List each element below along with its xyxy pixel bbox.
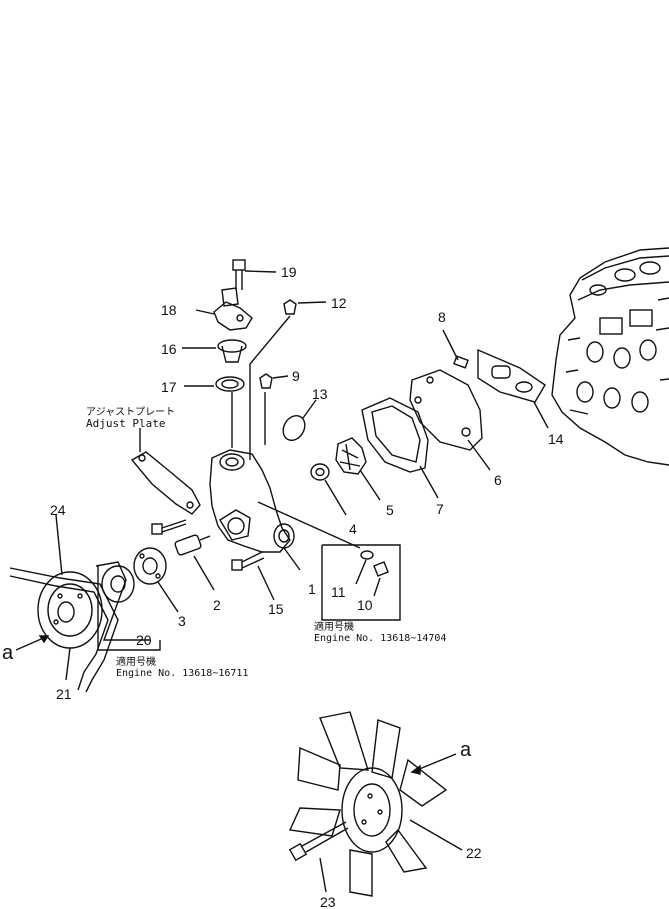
callout-22: 22 xyxy=(466,845,482,861)
callout-24: 24 xyxy=(50,502,66,518)
bracket-left xyxy=(97,566,161,651)
adjust-plate xyxy=(130,428,201,515)
v-belt-24 xyxy=(9,514,119,693)
note-engine-range-2: Engine No. 13618~14704 xyxy=(314,633,447,644)
bolt-23 xyxy=(288,821,349,893)
elbow-18 xyxy=(195,287,253,331)
gasket-14 xyxy=(477,348,549,429)
callout-8: 8 xyxy=(438,309,446,325)
callout-21: 21 xyxy=(56,686,72,702)
note-adjust-plate-en: Adjust Plate xyxy=(86,417,166,430)
note-applic-jp-2: 適用号機 xyxy=(314,622,354,633)
seal-4 xyxy=(310,463,347,516)
callout-17: 17 xyxy=(161,379,177,395)
callout-23: 23 xyxy=(320,894,336,909)
callout-12: 12 xyxy=(331,295,347,311)
bolt-8 xyxy=(442,329,469,369)
callout-3: 3 xyxy=(178,613,186,629)
callout-13: 13 xyxy=(312,386,328,402)
bolt-15 xyxy=(231,551,275,601)
callout-10: 10 xyxy=(357,597,373,613)
bolt-pump xyxy=(151,519,187,535)
impeller-5 xyxy=(335,437,381,501)
callout-15: 15 xyxy=(268,601,284,617)
water-pump-body-1 xyxy=(209,449,361,571)
hub-3 xyxy=(133,547,179,613)
note-adjust-plate-jp: アジャストプレート xyxy=(86,407,176,418)
pulley-21 xyxy=(37,571,103,681)
callout-20: 20 xyxy=(136,632,152,648)
arrow-a-right xyxy=(410,753,457,775)
note-applic-jp-1: 適用号機 xyxy=(116,657,156,668)
callout-6: 6 xyxy=(494,472,502,488)
bracket-right xyxy=(321,544,401,621)
bolt-19 xyxy=(232,259,277,290)
callout-9: 9 xyxy=(292,368,300,384)
seal-17 xyxy=(184,376,245,448)
callout-1: 1 xyxy=(308,581,316,597)
plug-9 xyxy=(259,373,289,445)
engine-block xyxy=(551,247,669,466)
gasket-7 xyxy=(361,397,439,499)
callout-14: 14 xyxy=(548,431,564,447)
callout-18: 18 xyxy=(161,302,177,318)
parts-10-11 xyxy=(355,550,389,597)
spacer-20 xyxy=(95,561,150,641)
callout-4: 4 xyxy=(349,521,357,537)
callout-7: 7 xyxy=(436,501,444,517)
plug-12 xyxy=(249,299,327,460)
arrow-a-left xyxy=(15,635,50,651)
shaft-2 xyxy=(174,534,215,591)
callout-a-right: a xyxy=(460,739,472,761)
thermostat-16 xyxy=(182,339,247,363)
callout-5: 5 xyxy=(386,502,394,518)
note-engine-range-1: Engine No. 13618~16711 xyxy=(116,668,249,679)
fan-22 xyxy=(288,711,463,897)
callout-2: 2 xyxy=(213,597,221,613)
o-ring-13 xyxy=(282,399,317,442)
callout-19: 19 xyxy=(281,264,297,280)
callout-a-left: a xyxy=(2,642,14,664)
callout-11: 11 xyxy=(331,584,346,600)
cover-plate-6 xyxy=(409,369,491,471)
callout-16: 16 xyxy=(161,341,177,357)
